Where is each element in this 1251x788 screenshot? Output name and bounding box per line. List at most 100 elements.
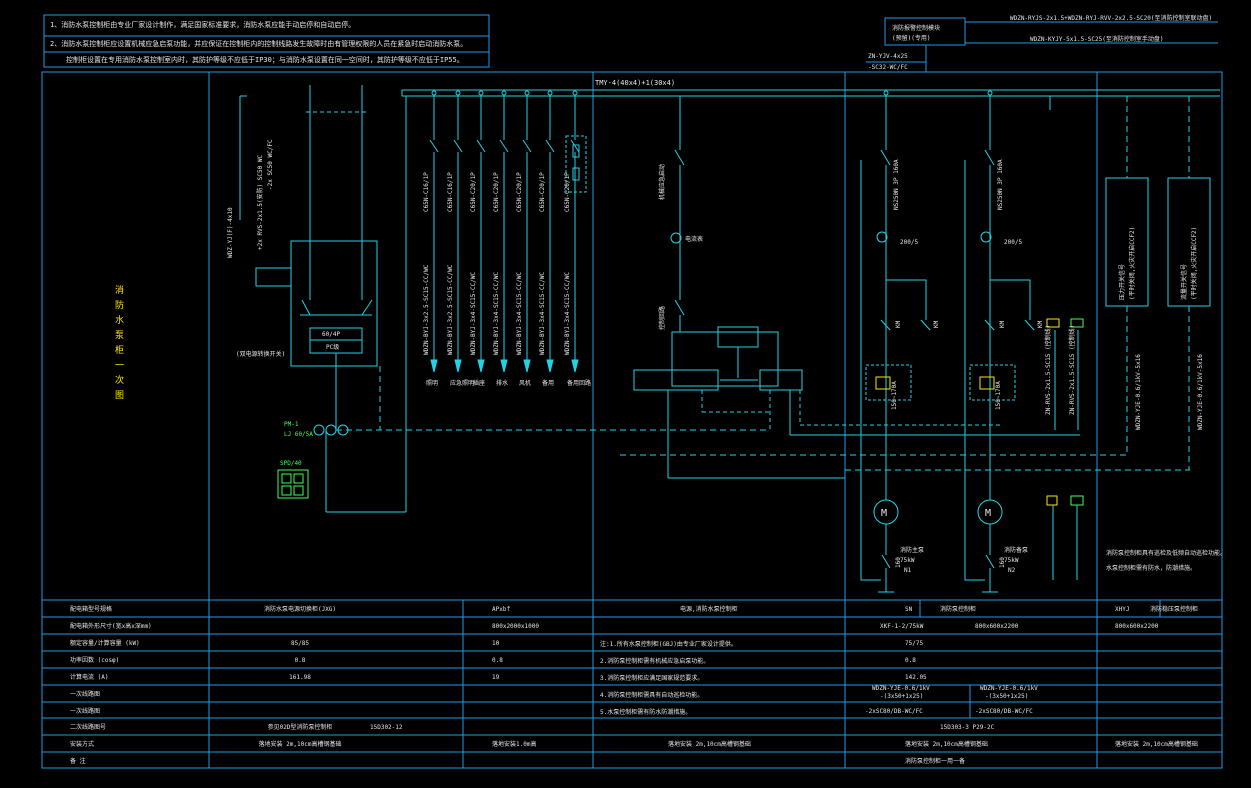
- ct-label: 200/5: [1004, 239, 1022, 246]
- alarm-box-line1: 消防报警控制模块: [892, 24, 940, 32]
- busbar: [401, 89, 1220, 97]
- motor-bypass: [964, 160, 985, 581]
- left-panel-wiring: [239, 85, 580, 513]
- feeder-arrow: [571, 359, 579, 373]
- diagram-title: 消防水泵柜一次图: [113, 284, 124, 405]
- feeder-cable-label: WDZN-BYJ-3x2.5-SC15-CC/WC: [423, 264, 430, 355]
- table-row-label: 一次线路图: [70, 690, 100, 698]
- km-tag: KM: [895, 320, 902, 328]
- fuse-block: [565, 135, 587, 193]
- table-cell-col2: 800x2000x1000: [492, 623, 539, 630]
- table-cell-col4: 0.8: [905, 657, 916, 664]
- km-contact: [880, 319, 891, 331]
- table-cell-col4: SN: [905, 606, 913, 613]
- motor-power: 75kW: [1004, 557, 1019, 564]
- feeder-breaker-contact: [499, 139, 509, 153]
- signal-lamps: [1046, 318, 1084, 506]
- col3-note: 5.水泵控制柜需有防水防潮措施。: [600, 708, 691, 716]
- feeder-tap: [455, 90, 461, 96]
- feeder-breaker-contact: [570, 139, 580, 153]
- ref-2: 15D303-3 P29-2C: [940, 724, 995, 731]
- table-cell-col4: 75/75: [905, 640, 923, 647]
- col4-pipe2: -2xSC80/DB-WC/FC: [975, 708, 1033, 715]
- motor-circuit-wires: [860, 90, 1035, 593]
- motor-switch: [985, 554, 995, 569]
- feeder-cable-label: WDZN-BYJ-3x4-SC15-CC/WC: [470, 272, 477, 355]
- feed-cable-2: -SC32-WC/FC: [868, 64, 908, 71]
- contactor-box: [969, 364, 1016, 401]
- motor-rating: 160: [999, 557, 1006, 568]
- table-cell-col4: 142.05: [905, 674, 927, 681]
- emergency-switch-label: 机械应急启动: [658, 164, 666, 200]
- ref-1: 15D302-12: [370, 724, 403, 731]
- feeder-breaker-contact: [453, 139, 463, 153]
- feeder-load-label: 照明: [426, 380, 438, 387]
- feeder-tap: [478, 90, 484, 96]
- motor-number: N1: [904, 567, 912, 574]
- right-cable-1: WDZN-YJE-0.6/1kV-5x16: [1135, 354, 1142, 430]
- feeder-arrow: [477, 359, 485, 373]
- table-cell-col1: 85/85: [291, 640, 309, 647]
- contactor-label: 150~170A: [995, 381, 1002, 410]
- ct-symbol: [876, 231, 888, 243]
- feeder-breaker-label: C65N-C16/1P: [423, 172, 430, 212]
- left-cable-3: -2x SC50 WC/FC: [267, 139, 274, 190]
- feeder-cable-label: WDZN-BYJ-3x2.5-SC15-CC/WC: [447, 264, 454, 355]
- left-cable-2: +2x RVS-2x1.5(安防) SC50 WC: [256, 155, 264, 250]
- pc-class: PC级: [326, 343, 339, 351]
- table-row-label: 备 注: [70, 757, 86, 765]
- motor-tap: [987, 90, 993, 96]
- table-row-label: 额定容量/计算容量 (kW): [70, 639, 140, 647]
- left-cable-1: WDZ-YJ(F)-4x10: [227, 207, 234, 258]
- table-row-label: 配电箱外形尺寸(宽x高x深mm): [70, 622, 152, 630]
- alarm-box-line2: (预留)(专用): [892, 34, 930, 42]
- signal-cable-1: WDZN-RYJS-2x1.5+WDZN-RYJ-RVV-2x2.5-SC20(…: [1010, 14, 1212, 22]
- table-cell-col5: XHYJ: [1115, 606, 1129, 613]
- table-cell-col1: 161.98: [289, 674, 311, 681]
- right-cable-2: WDZN-YJE-0.6/1kV-5x16: [1197, 354, 1204, 430]
- table-row-label: 计算电流 (A): [70, 673, 108, 681]
- col3-header: 电源,消防水泵控制柜: [680, 605, 738, 613]
- feeder-tap: [572, 90, 578, 96]
- feeder-cable-label: WDZN-BYJ-3x4-SC15-CC/WC: [516, 272, 523, 355]
- table-row-label: 功率因数 (cosφ): [70, 656, 119, 664]
- frame-lines: [41, 14, 1223, 769]
- feeder-load-label: 备用回路: [567, 379, 591, 387]
- feeder-tap: [501, 90, 507, 96]
- table-cell-col5: 落地安装 2m,10cm高槽钢基础: [1115, 740, 1198, 748]
- aux-line: [990, 279, 1031, 320]
- motor-rating: 160: [895, 557, 902, 568]
- col3-install: 落地安装 2m,10cm高槽钢基础: [668, 740, 751, 748]
- meter-label-1: PM-1: [284, 421, 299, 428]
- motor-breaker-label: NS250N 3P 160A: [997, 159, 1004, 210]
- feeder-breaker-contact: [522, 139, 532, 153]
- feeder-breaker-label: C65N-C20/1P: [539, 172, 546, 212]
- feeder-load-label: 风机: [519, 379, 531, 387]
- km-contact: [984, 319, 995, 331]
- contactor-coil: [875, 376, 891, 390]
- note-2: 2、消防水泵控制柜应设置机械应急启泵功能，并应保证在控制柜内的控制线路发生故障时…: [50, 39, 467, 48]
- pressure-box-title: 压力开关信号: [1118, 264, 1126, 300]
- feeder-breaker-contact: [429, 139, 439, 153]
- control-cable-1: ZN-RVS-2x1.5-SC15 (控制线): [1044, 325, 1052, 415]
- control-station: [277, 469, 309, 499]
- table-cell-col1: 参见02D型消防泵控制柜: [268, 723, 333, 731]
- table-cell-col2: 0.8: [492, 657, 503, 664]
- right-note-2: 水泵控制柜需有防水，防潮措施。: [1106, 564, 1196, 572]
- aux-line: [886, 279, 927, 320]
- feeder-cable-label: WDZN-BYJ-3x4-SC15-CC/WC: [539, 272, 546, 355]
- feeder-arrow: [454, 359, 462, 373]
- km-tag: KM: [999, 320, 1006, 328]
- feeder-breaker-label: C65N-C20/1P: [564, 172, 571, 212]
- col4-size: 800x600x2200: [975, 623, 1019, 630]
- feeder-breaker-label: C65N-C16/1P: [447, 172, 454, 212]
- motor-power: 75kW: [900, 557, 915, 564]
- km-tag: KM: [933, 320, 940, 328]
- table-cell-col5: 800x600x2200: [1115, 623, 1159, 630]
- feeder-load-label: 应急照明: [450, 379, 474, 387]
- table-cell-col1: 0.8: [295, 657, 306, 664]
- table-cell-col2: 落地安装1.0m高: [492, 740, 536, 748]
- km-contact: [920, 319, 931, 331]
- feeder-breaker-label: C65N-C20/1P: [516, 172, 523, 212]
